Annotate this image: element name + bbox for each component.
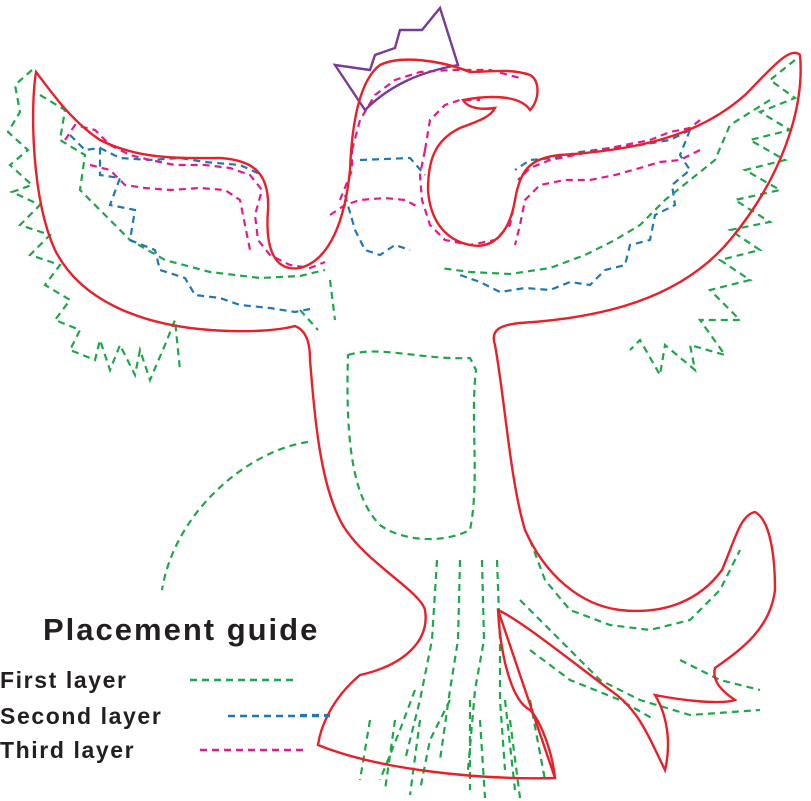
legend-item-first-layer: First layer (0, 667, 128, 694)
legend-title: Placement guide (43, 612, 319, 648)
legend-item-second-layer: Second layer (0, 703, 162, 730)
crown-outline (335, 8, 458, 110)
phoenix-outline (33, 53, 801, 779)
legend-swatches (190, 680, 330, 750)
legend-item-third-layer: Third layer (0, 737, 135, 764)
third-layer-lines (65, 70, 700, 268)
